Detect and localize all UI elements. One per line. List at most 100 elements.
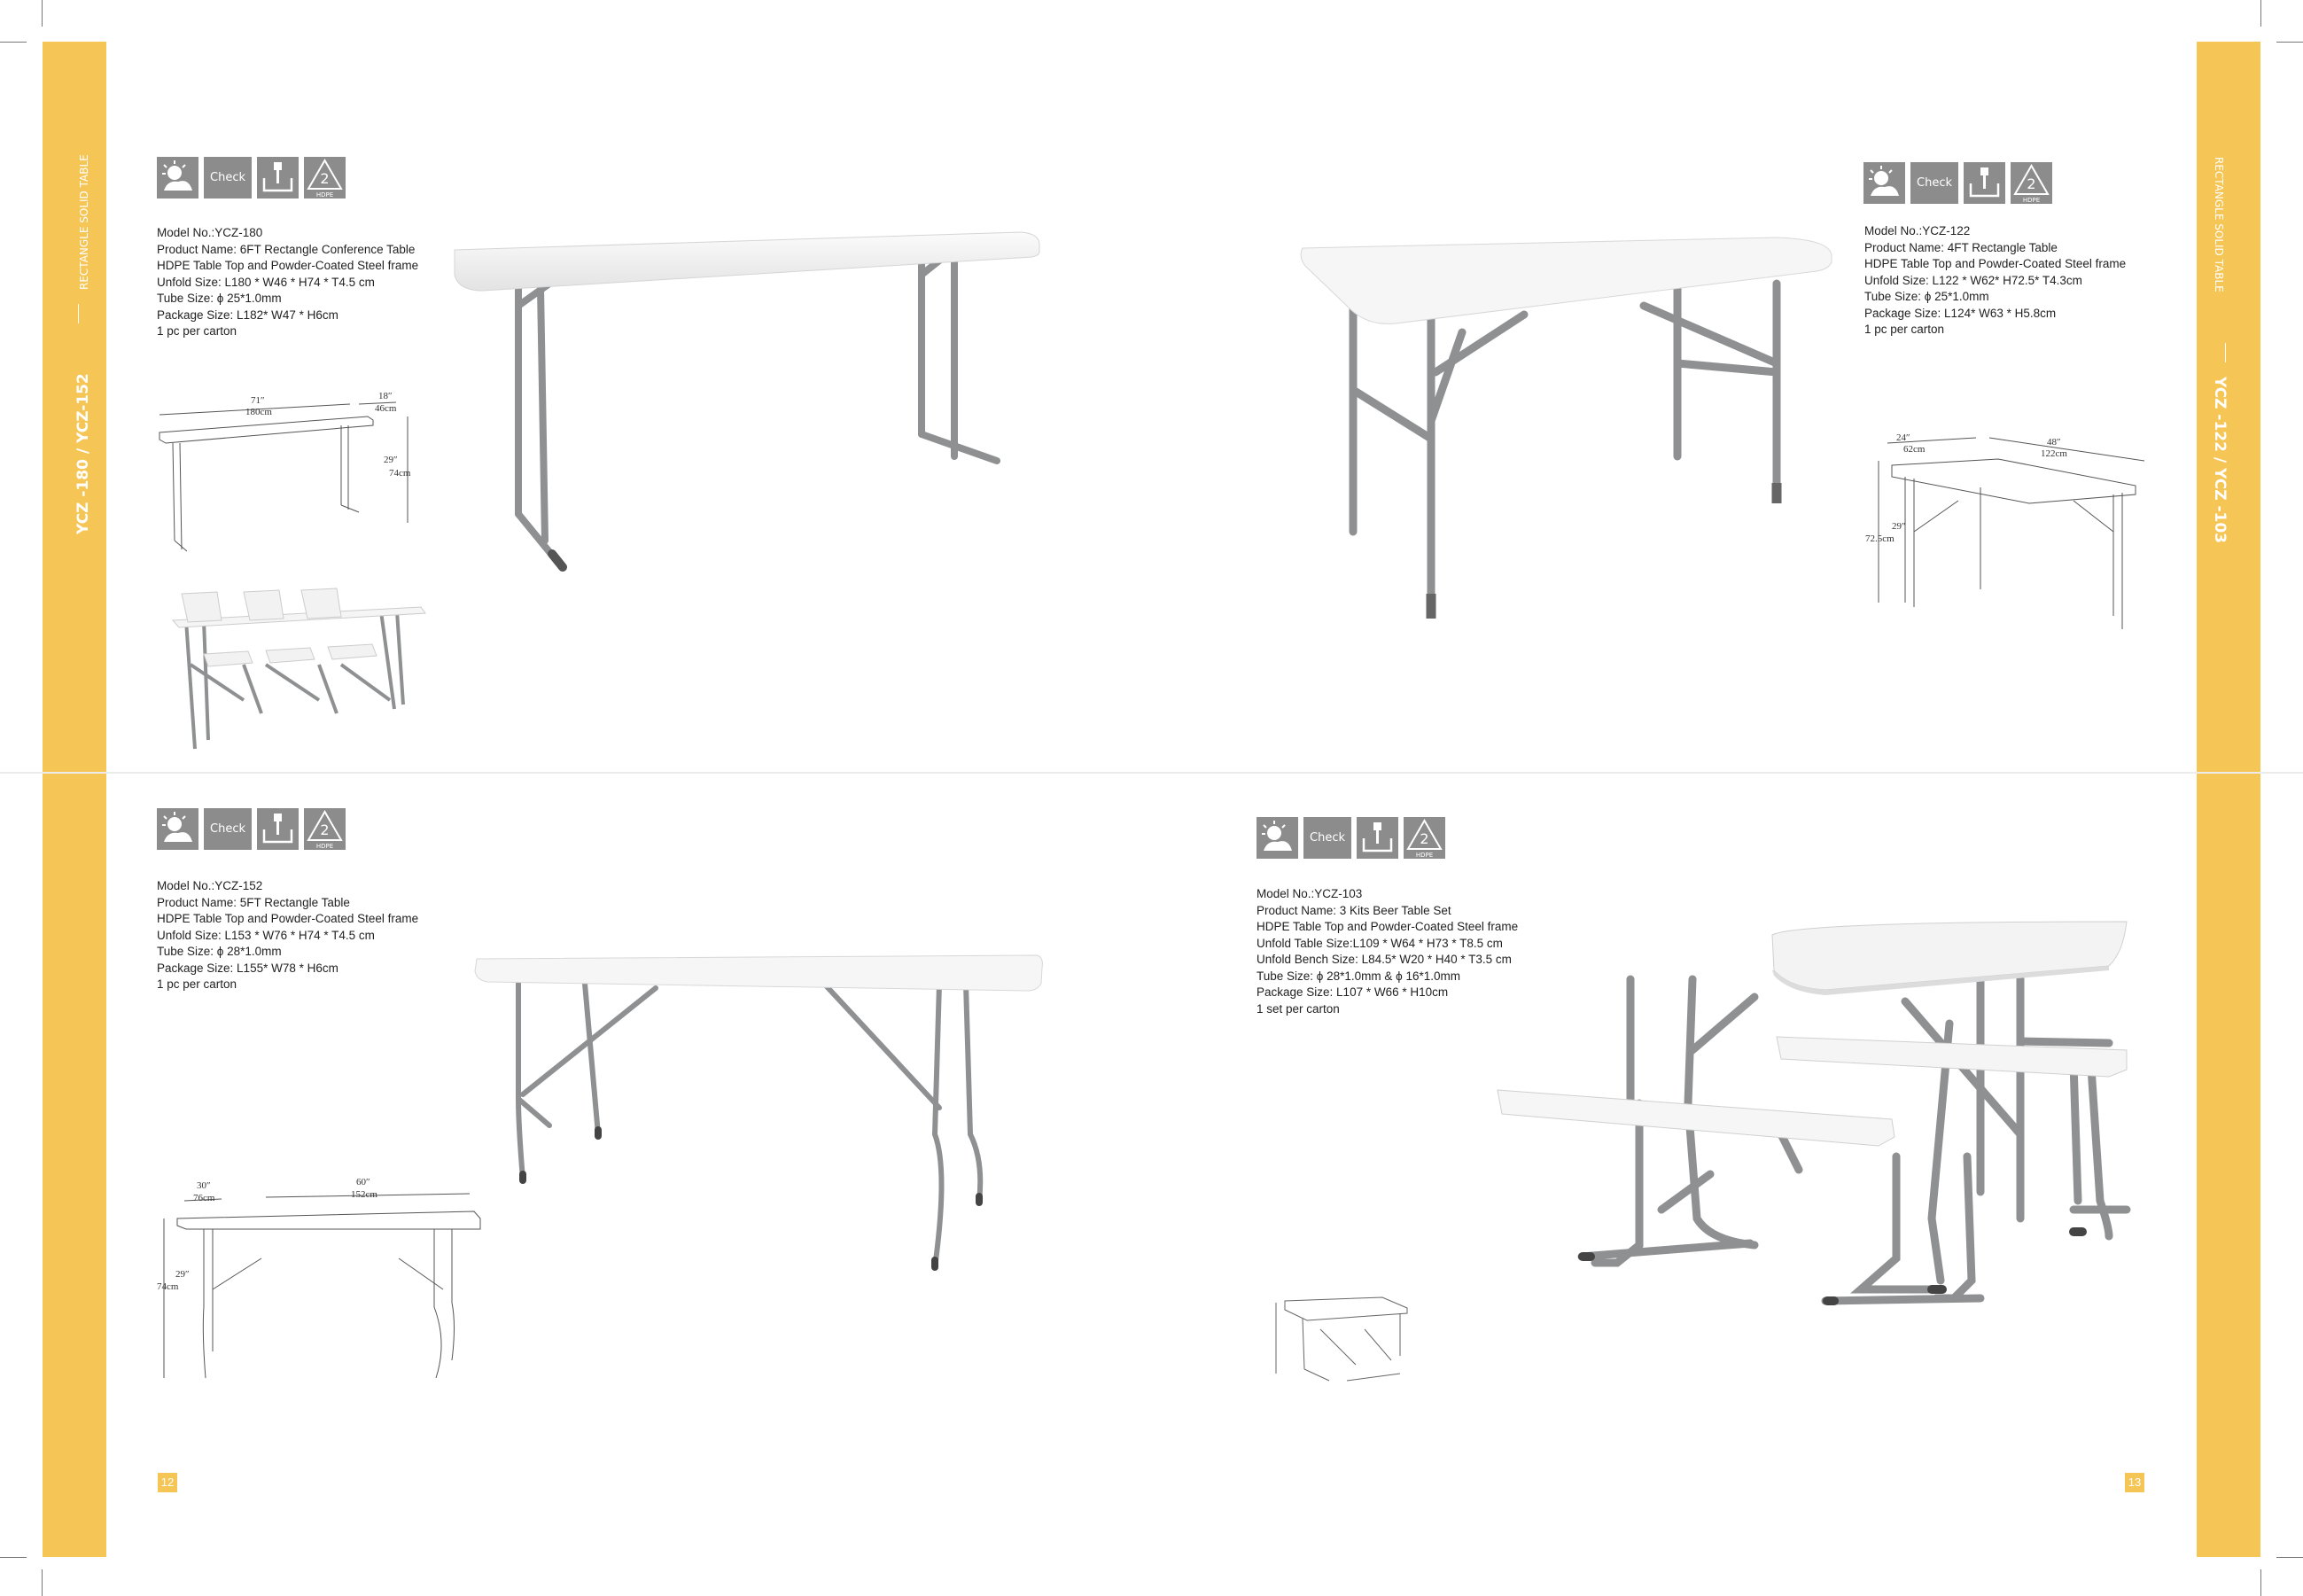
dim-height-in: 29″ <box>1892 521 1906 532</box>
uv-sun-icon <box>1257 817 1298 859</box>
spec-line: Unfold Bench Size: L84.5* W20 * H40 * T3… <box>1257 953 1512 966</box>
load-test-icon <box>257 157 299 199</box>
load-test-icon <box>1964 162 2005 204</box>
table-photo-ycz180 <box>454 231 1040 572</box>
left-sidebar-divider <box>78 304 79 323</box>
dim-height-cm: 72.5cm <box>1865 533 1895 544</box>
spec-line: Unfold Size: L180 * W46 * H74 * T4.5 cm <box>157 275 375 289</box>
crop-mark <box>2276 42 2303 43</box>
spec-line: HDPE Table Top and Powder-Coated Steel f… <box>1864 257 2127 270</box>
page-number-right: 13 <box>2125 1473 2144 1492</box>
dim-length-cm: 122cm <box>2041 448 2067 459</box>
svg-text:HDPE: HDPE <box>2023 197 2040 204</box>
spec-line: Tube Size: ϕ 25*1.0mm <box>1864 290 1989 303</box>
svg-text:HDPE: HDPE <box>316 843 333 850</box>
crop-mark <box>2276 1557 2303 1558</box>
right-sidebar-category: RECTANGLE SOLID TABLE <box>2213 157 2225 292</box>
dimension-drawing-ycz122: 24″ 62cm 48″ 122cm 29″ 72.5cm <box>1865 432 2145 629</box>
check-badge-icon: Check <box>1910 162 1958 204</box>
check-badge-icon: Check <box>204 808 252 850</box>
svg-text:HDPE: HDPE <box>316 191 333 199</box>
uv-sun-icon <box>157 157 198 199</box>
spec-line: Model No.:YCZ-152 <box>157 879 263 892</box>
spec-line: 1 pc per carton <box>157 977 237 991</box>
spec-line: Model No.:YCZ-103 <box>1257 887 1363 900</box>
right-sidebar: RECTANGLE SOLID TABLE YCZ -122 / YCZ -10… <box>2197 42 2260 1557</box>
left-sidebar-series: YCZ -180 / YCZ-152 <box>74 373 92 534</box>
spec-line: Unfold Size: L122 * W62* H72.5* T4.3cm <box>1864 273 2082 287</box>
dim-length-in: 48″ <box>2047 437 2061 448</box>
dim-width-in: 30″ <box>197 1180 211 1191</box>
dim-length-in: 71″ <box>251 395 265 406</box>
spec-ycz122: Model No.:YCZ-122 Product Name: 4FT Rect… <box>1864 223 2126 339</box>
svg-text:2: 2 <box>1420 830 1428 847</box>
load-test-icon <box>257 808 299 850</box>
load-test-icon <box>1357 817 1398 859</box>
spec-line: 1 pc per carton <box>157 324 237 338</box>
spec-line: Tube Size: ϕ 28*1.0mm & ϕ 16*1.0mm <box>1257 969 1460 983</box>
dim-height-in: 29″ <box>175 1269 190 1280</box>
right-sidebar-series: YCZ -122 / YCZ -103 <box>2211 377 2229 543</box>
spec-line: Unfold Table Size:L109 * W64 * H73 * T8.… <box>1257 936 1503 950</box>
crop-mark <box>2260 1569 2261 1596</box>
dim-width-cm: 76cm <box>193 1193 215 1203</box>
page-number-left: 12 <box>158 1473 177 1492</box>
spec-line: Model No.:YCZ-180 <box>157 226 263 239</box>
spec-line: HDPE Table Top and Powder-Coated Steel f… <box>157 912 419 925</box>
crop-mark <box>42 1569 43 1596</box>
uv-sun-icon <box>157 808 198 850</box>
crop-mark <box>2260 0 2261 27</box>
dim-length-cm: 180cm <box>245 407 272 417</box>
dim-width-in: 24″ <box>1896 432 1910 443</box>
uv-sun-icon <box>1863 162 1905 204</box>
dim-height-in: 29″ <box>384 455 398 465</box>
left-sidebar-category: RECTANGLE SOLID TABLE <box>78 154 90 290</box>
svg-text:2: 2 <box>320 170 329 187</box>
spec-line: Product Name: 6FT Rectangle Conference T… <box>157 242 416 256</box>
spec-line: HDPE Table Top and Powder-Coated Steel f… <box>157 259 419 272</box>
spec-line: Product Name: 3 Kits Beer Table Set <box>1257 903 1451 917</box>
spec-ycz103: Model No.:YCZ-103 Product Name: 3 Kits B… <box>1257 886 1518 1017</box>
svg-text:2: 2 <box>320 821 329 838</box>
spec-line: Model No.:YCZ-122 <box>1864 224 1971 237</box>
dimension-drawing-ycz180: 71″ 180cm 18″ 46cm 29″ 74cm <box>159 391 411 552</box>
svg-text:2: 2 <box>2027 175 2035 192</box>
spec-line: Package Size: L107 * W66 * H10cm <box>1257 985 1449 999</box>
spec-ycz152: Model No.:YCZ-152 Product Name: 5FT Rect… <box>157 878 418 993</box>
dim-width-cm: 46cm <box>375 403 397 414</box>
spec-line: Tube Size: ϕ 28*1.0mm <box>157 945 282 958</box>
dim-length-in: 60″ <box>356 1177 370 1187</box>
table-photo-ycz122 <box>1300 237 1832 619</box>
spec-line: Product Name: 4FT Rectangle Table <box>1864 240 2058 254</box>
dim-height-cm: 74cm <box>157 1281 179 1292</box>
spec-line: Package Size: L155* W78 * H6cm <box>157 961 338 975</box>
dimension-drawing-ycz152: 30″ 76cm 60″ 152cm 29″ 74cm <box>157 1177 481 1379</box>
crop-mark <box>0 42 27 43</box>
dim-width-in: 18″ <box>378 391 393 401</box>
spec-ycz180: Model No.:YCZ-180 Product Name: 6FT Rect… <box>157 225 418 340</box>
spec-line: Package Size: L182* W47 * H6cm <box>157 308 338 322</box>
crop-mark <box>0 1557 27 1558</box>
spec-line: Unfold Size: L153 * W76 * H74 * T4.5 cm <box>157 928 375 942</box>
spec-line: Product Name: 5FT Rectangle Table <box>157 895 350 909</box>
spec-line: Tube Size: ϕ 25*1.0mm <box>157 292 282 305</box>
spec-line: HDPE Table Top and Powder-Coated Steel f… <box>1257 920 1519 933</box>
table-with-chairs-photo <box>171 588 426 750</box>
check-badge-icon: Check <box>1303 817 1351 859</box>
right-sidebar-divider <box>2225 343 2226 362</box>
check-badge-icon: Check <box>204 157 252 199</box>
spec-line: 1 set per carton <box>1257 1001 1340 1016</box>
left-sidebar: RECTANGLE SOLID TABLE YCZ -180 / YCZ-152 <box>43 42 106 1557</box>
crop-mark <box>42 0 43 27</box>
table-photo-ycz152 <box>474 954 1043 1271</box>
section-divider <box>0 772 2303 774</box>
beer-table-set-photo <box>1497 921 2131 1305</box>
